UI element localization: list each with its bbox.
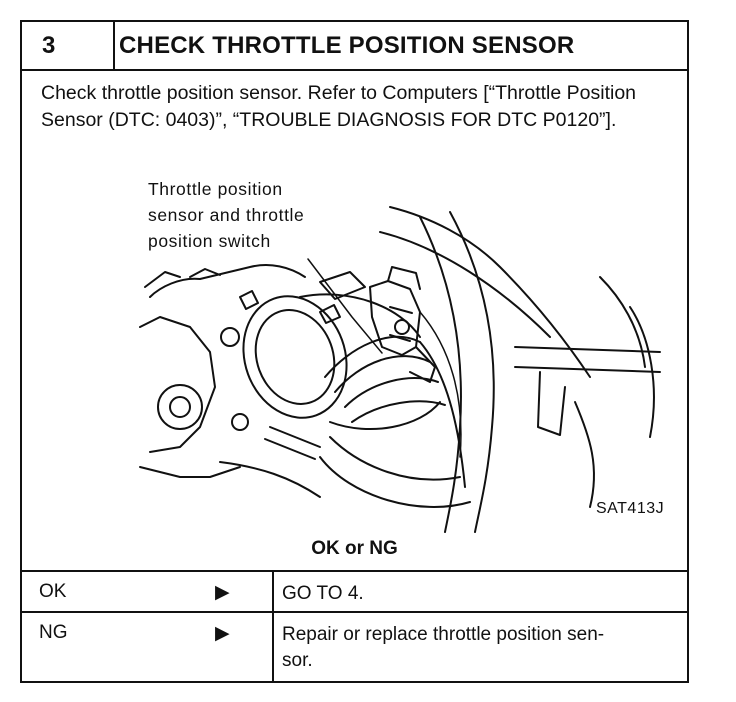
figure-code: SAT413J xyxy=(596,500,665,517)
result-action: GO TO 4. xyxy=(282,583,364,604)
diagnostic-step-table: 3 CHECK THROTTLE POSITION SENSOR Check t… xyxy=(20,20,689,683)
step-number: 3 xyxy=(22,22,115,69)
right-triangle-icon: ▶ xyxy=(215,582,230,603)
step-title: CHECK THROTTLE POSITION SENSOR xyxy=(119,32,575,59)
column-divider xyxy=(272,572,274,613)
right-triangle-icon: ▶ xyxy=(215,623,230,644)
result-row-ok: OK ▶ GO TO 4. xyxy=(22,570,687,613)
result-row-ng: NG ▶ Repair or replace throttle position… xyxy=(22,611,687,683)
result-status: NG xyxy=(39,622,68,643)
step-description: Check throttle position sensor. Refer to… xyxy=(41,82,637,131)
throttle-sensor-illustration xyxy=(139,206,661,533)
step-header: 3 CHECK THROTTLE POSITION SENSOR xyxy=(22,22,687,71)
result-status: OK xyxy=(39,581,67,602)
figure-callout-label: Throttle position sensor and throttle po… xyxy=(148,179,305,251)
result-action: Repair or replace throttle position sen-… xyxy=(282,624,605,671)
result-heading: OK or NG xyxy=(311,538,398,559)
column-divider xyxy=(272,613,274,683)
